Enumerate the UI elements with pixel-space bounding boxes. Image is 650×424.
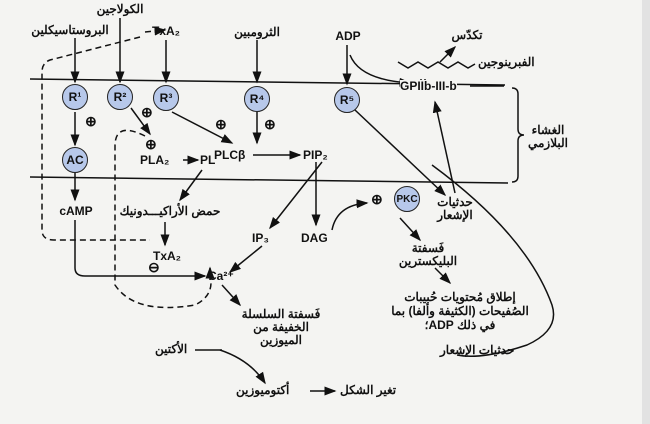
txa2-top-label: TxA₂ [152, 24, 181, 38]
enzyme-ac: AC [62, 147, 88, 173]
pleckstrin-phosphorylation-label: فَسفتة البليكسترين [398, 241, 458, 268]
plus-sign-icon: ⊕ [215, 116, 227, 132]
thrombin-label: الثرومبين [234, 25, 280, 39]
ip3-label: IP₃ [252, 231, 269, 245]
aggregation-label: تكدّس [451, 28, 483, 42]
arachidonic-acid-label: حمض الأراكيـــدونيك [119, 204, 221, 218]
receptor-r1: R¹ [62, 84, 88, 110]
plus-sign-icon: ⊕ [141, 104, 153, 120]
fibrinogen-label: الفبرينوجين [478, 55, 535, 69]
signaling-events-label: حدثيات الإشعار [437, 195, 473, 222]
receptor-r2: R² [107, 84, 133, 110]
myosin-light-chain-label: فَسفتة السلسلة الخفيفة من الميوزين [241, 307, 321, 347]
membrane-bottom [29, 176, 509, 184]
signaling-events-2-label: حدثيات الإشعار [440, 343, 515, 357]
plus-sign-icon: ⊕ [371, 191, 383, 207]
shape-change-label: تغير الشكل [340, 383, 397, 397]
plus-sign-icon: ⊕ [85, 113, 97, 129]
minus-sign-icon: ⊖ [148, 259, 160, 275]
enzyme-pkc: PKC [394, 186, 420, 212]
receptor-r3: R³ [153, 85, 179, 111]
dag-label: DAG [301, 231, 328, 245]
camp-label: cAMP [59, 204, 93, 218]
collagen-label: الكولاجين [96, 2, 144, 16]
actin-label: الأكتين [155, 342, 188, 356]
plus-sign-icon: ⊕ [264, 116, 276, 132]
granule-release-label: إطلاق مُحتويات حُبيبات الصُفيحات (الكثيف… [391, 290, 529, 332]
calcium-label: Ca²⁺ [208, 269, 234, 283]
actomyosin-label: أكتوميوزين [236, 383, 290, 397]
gpiib-iiib-label: GPIIb-III-b [400, 79, 457, 93]
receptor-r5: R⁵ [334, 87, 360, 113]
plus-sign-icon: ⊕ [145, 136, 157, 152]
pip2-label: PIP₂ [303, 148, 328, 162]
pla2-label: PLA₂ [140, 153, 170, 167]
receptor-r4: R⁴ [244, 86, 270, 112]
plcb-label: PLCβ [214, 148, 246, 162]
txa2-bottom-label: TxA₂ [153, 249, 182, 263]
page-edge [642, 0, 650, 424]
plasma-membrane-label: الغشاء البلازمي [528, 123, 568, 150]
pl-label: PL [200, 153, 216, 167]
membrane-brace [511, 87, 525, 183]
adp-label: ADP [335, 29, 361, 43]
prostacyclin-label: البروستاسيكلين [31, 23, 109, 37]
